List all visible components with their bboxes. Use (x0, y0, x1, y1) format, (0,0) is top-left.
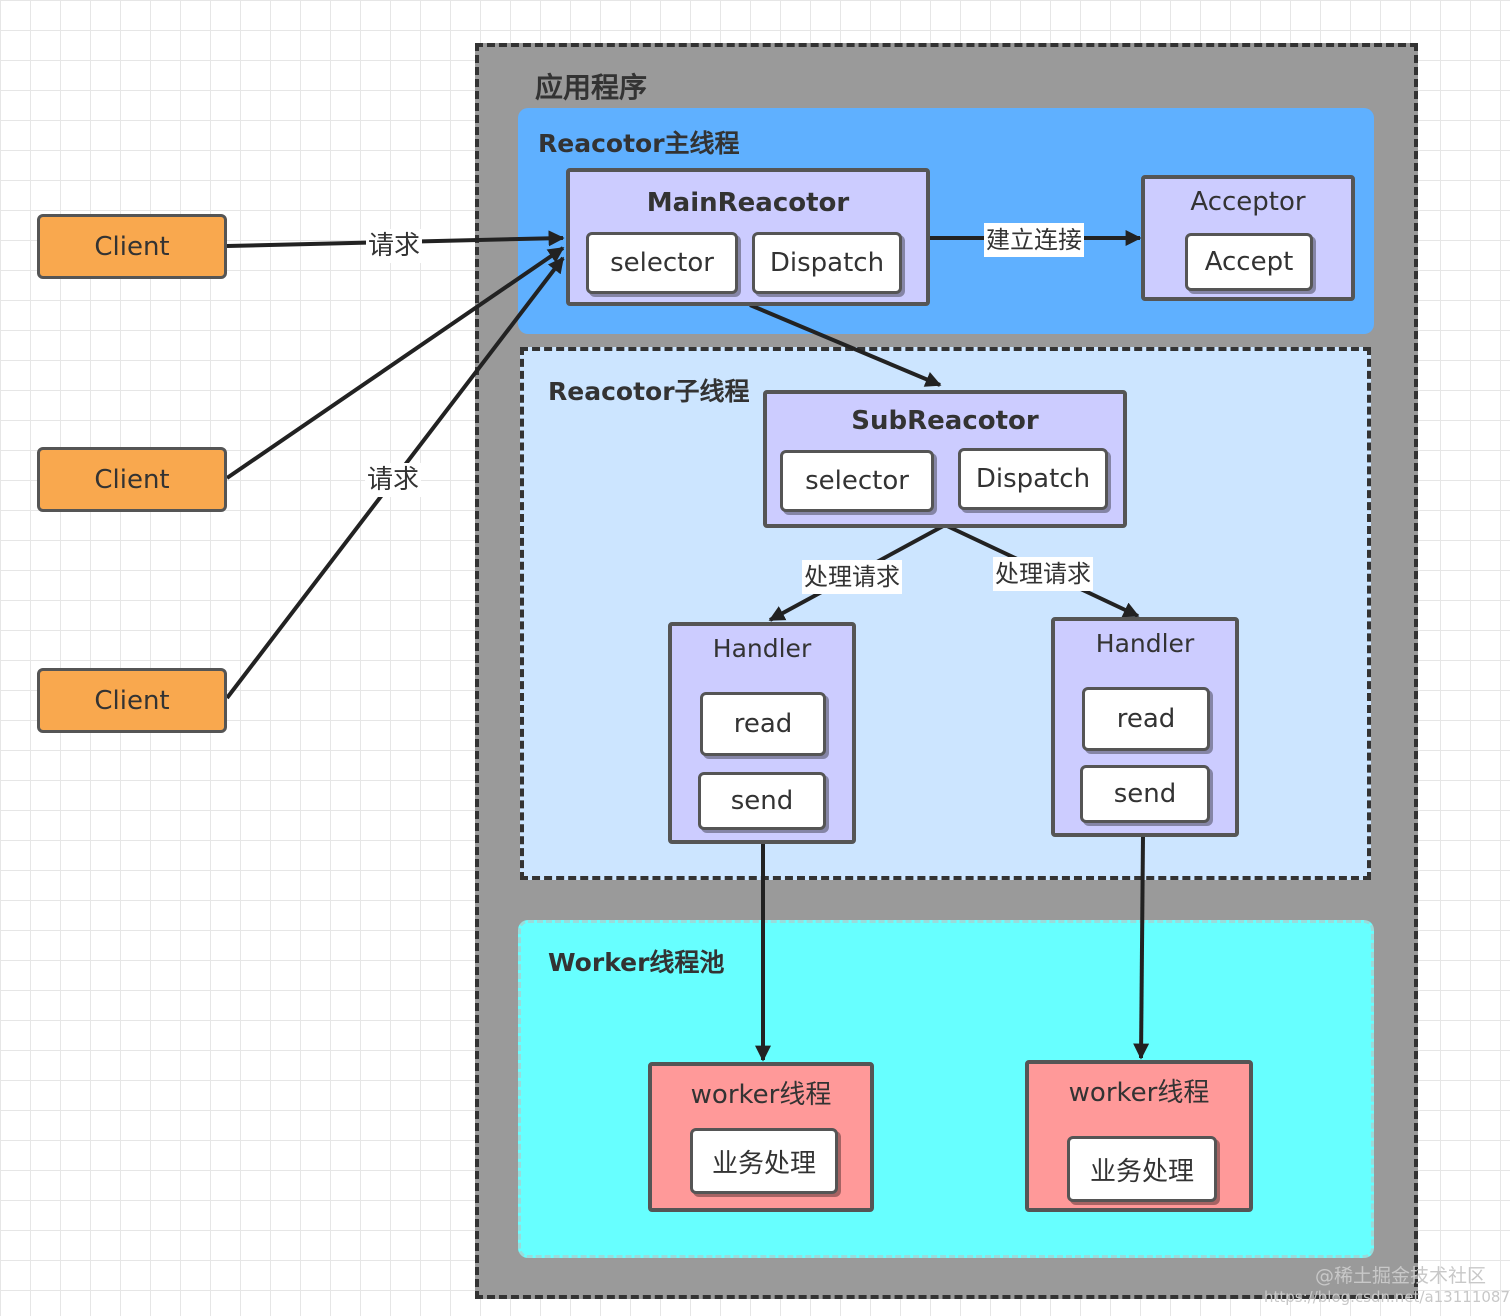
watermark-line-1: @稀土掘金技术社区 (1315, 1265, 1487, 1287)
worker-1-title: worker线程 (690, 1080, 832, 1110)
application-title: 应用程序 (535, 71, 648, 104)
client-2-to-main-reactor-arrow (225, 246, 565, 480)
client-box-3: Client (37, 668, 227, 733)
handler-2-title: Handler (1095, 629, 1195, 658)
main-reactor-selector: selector (586, 232, 738, 294)
worker-pool-region-title: Worker线程池 (548, 948, 725, 977)
acceptor-node: Acceptor Accept (1141, 175, 1355, 301)
sub-reactor-dispatch: Dispatch (958, 448, 1108, 510)
sub-reactor-node: SubReacotor selector Dispatch (763, 390, 1127, 528)
edge-label-request-2: 请求 (365, 463, 422, 497)
edge-label-connect: 建立连接 (984, 223, 1084, 257)
worker-2-task: 业务处理 (1067, 1136, 1217, 1202)
watermark-line-2: https://blog.csdn.net/a1311108796 (1264, 1288, 1510, 1306)
accept-box: Accept (1185, 233, 1313, 291)
edge-label-request-1: 请求 (366, 229, 423, 263)
sub-reactor-region-title: Reacotor子线程 (548, 377, 750, 406)
handler-node-1: Handler read send (668, 622, 856, 844)
handler-2-send: send (1080, 765, 1210, 823)
sub-reactor-title: SubReacotor (851, 406, 1039, 436)
main-reactor-dispatch: Dispatch (752, 232, 902, 294)
handler-2-to-worker-2-arrow (1133, 835, 1150, 1060)
edge-label-process-2: 处理请求 (993, 557, 1093, 591)
main-reactor-node: MainReacotor selector Dispatch (566, 168, 930, 306)
acceptor-title: Acceptor (1190, 187, 1306, 217)
worker-2-title: worker线程 (1068, 1078, 1210, 1108)
handler-1-send: send (698, 772, 826, 830)
handler-1-title: Handler (712, 634, 812, 663)
main-reactor-to-sub-reactor-arrow (749, 303, 942, 387)
main-reactor-region-title: Reacotor主线程 (538, 129, 740, 158)
client-box-2: Client (37, 447, 227, 512)
sub-reactor-selector: selector (780, 450, 934, 512)
handler-node-2: Handler read send (1051, 617, 1239, 837)
worker-node-2: worker线程 业务处理 (1025, 1060, 1253, 1212)
handler-1-read: read (700, 692, 826, 756)
main-reactor-title: MainReacotor (646, 188, 850, 218)
worker-node-1: worker线程 业务处理 (648, 1062, 874, 1212)
worker-1-task: 业务处理 (690, 1128, 838, 1194)
client-box-1: Client (37, 214, 227, 279)
edge-label-process-1: 处理请求 (802, 560, 902, 594)
handler-2-read: read (1082, 687, 1210, 751)
